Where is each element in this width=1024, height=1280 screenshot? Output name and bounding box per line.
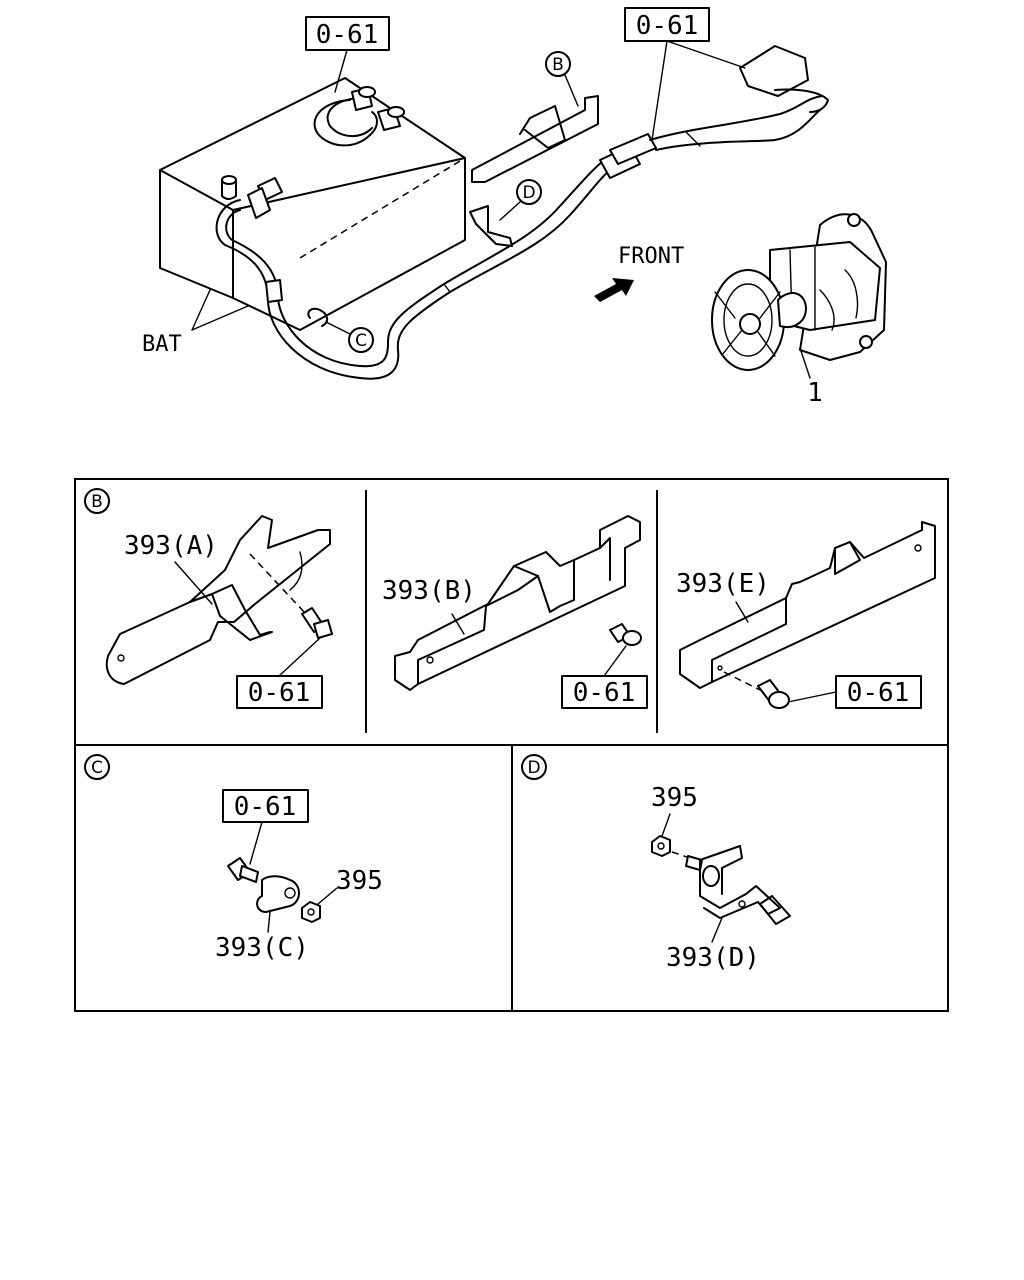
panel-c-marker-circle [84, 754, 110, 780]
bracket-393e [679, 521, 936, 689]
leader-393e [735, 601, 749, 623]
panel-c-marker: C [91, 758, 103, 778]
front-arrow-icon [594, 278, 634, 302]
front-label: FRONT [618, 244, 684, 269]
leader-393d [711, 917, 723, 943]
detail-frames [74, 478, 949, 1012]
ref-box-393a [236, 675, 323, 709]
panel-b-marker: B [91, 492, 103, 512]
panel-b: B 393(A) 0-61 [84, 488, 936, 709]
bracket-d-top [469, 205, 513, 247]
panel-d: D 395 393(D) [521, 754, 791, 973]
clip-393c [256, 875, 300, 913]
starter-motor [711, 213, 887, 371]
leader-393c [267, 911, 271, 933]
callout-d-circle [516, 179, 542, 205]
nut-395-c [301, 901, 321, 923]
ref-label-393b: 0-61 [573, 678, 636, 708]
bracket-393a [105, 515, 331, 685]
callout-c-circle [348, 327, 374, 353]
part-label-393e: 393(E) [676, 569, 770, 599]
leader-395-d [661, 813, 671, 837]
leader-395-c [317, 887, 338, 905]
callout-d-label: D [522, 183, 535, 203]
ref-label-393a: 0-61 [248, 678, 311, 708]
bracket-b-top [471, 95, 599, 183]
ref-label-393c: 0-61 [234, 792, 297, 822]
ref-box-393b [561, 675, 648, 709]
battery-jumper-cable [313, 86, 405, 147]
bolt-393c [227, 857, 259, 883]
panel-d-marker: D [527, 758, 540, 778]
battery-label: BAT [142, 332, 182, 357]
battery-cable [215, 45, 829, 380]
panel-b-marker-circle [84, 488, 110, 514]
panel-c: C 0-61 395 393(C) [84, 754, 383, 963]
leader-393a [174, 561, 213, 605]
panel-d-marker-circle [521, 754, 547, 780]
bolt-393b [609, 623, 642, 646]
part-label-393d: 393(D) [666, 943, 760, 973]
top-assembly-view: 0-61 0-61 B D C FRONT BAT [142, 7, 887, 408]
nut-395-d [651, 835, 671, 857]
bolt-393e [757, 679, 790, 709]
bracket-393d [699, 845, 791, 925]
nut-label-d: 395 [651, 783, 698, 813]
part-label-393b: 393(B) [382, 576, 476, 606]
ref-box-393c [222, 789, 309, 823]
part-label-393a: 393(A) [124, 531, 218, 561]
nut-label-c: 395 [336, 866, 383, 896]
callout-b-label: B [552, 55, 564, 75]
ref-label-left: 0-61 [316, 20, 379, 50]
ref-box-right [624, 7, 710, 42]
callout-c-label: C [355, 331, 367, 351]
ref-label-393e: 0-61 [847, 678, 910, 708]
starter-part-number: 1 [807, 378, 823, 408]
callout-b-circle [545, 51, 571, 77]
battery [159, 77, 466, 331]
bracket-393b [394, 515, 641, 691]
part-label-393c: 393(C) [215, 933, 309, 963]
bolt-393a [301, 607, 333, 639]
ref-label-right: 0-61 [636, 11, 699, 41]
leader-393b [451, 613, 465, 635]
